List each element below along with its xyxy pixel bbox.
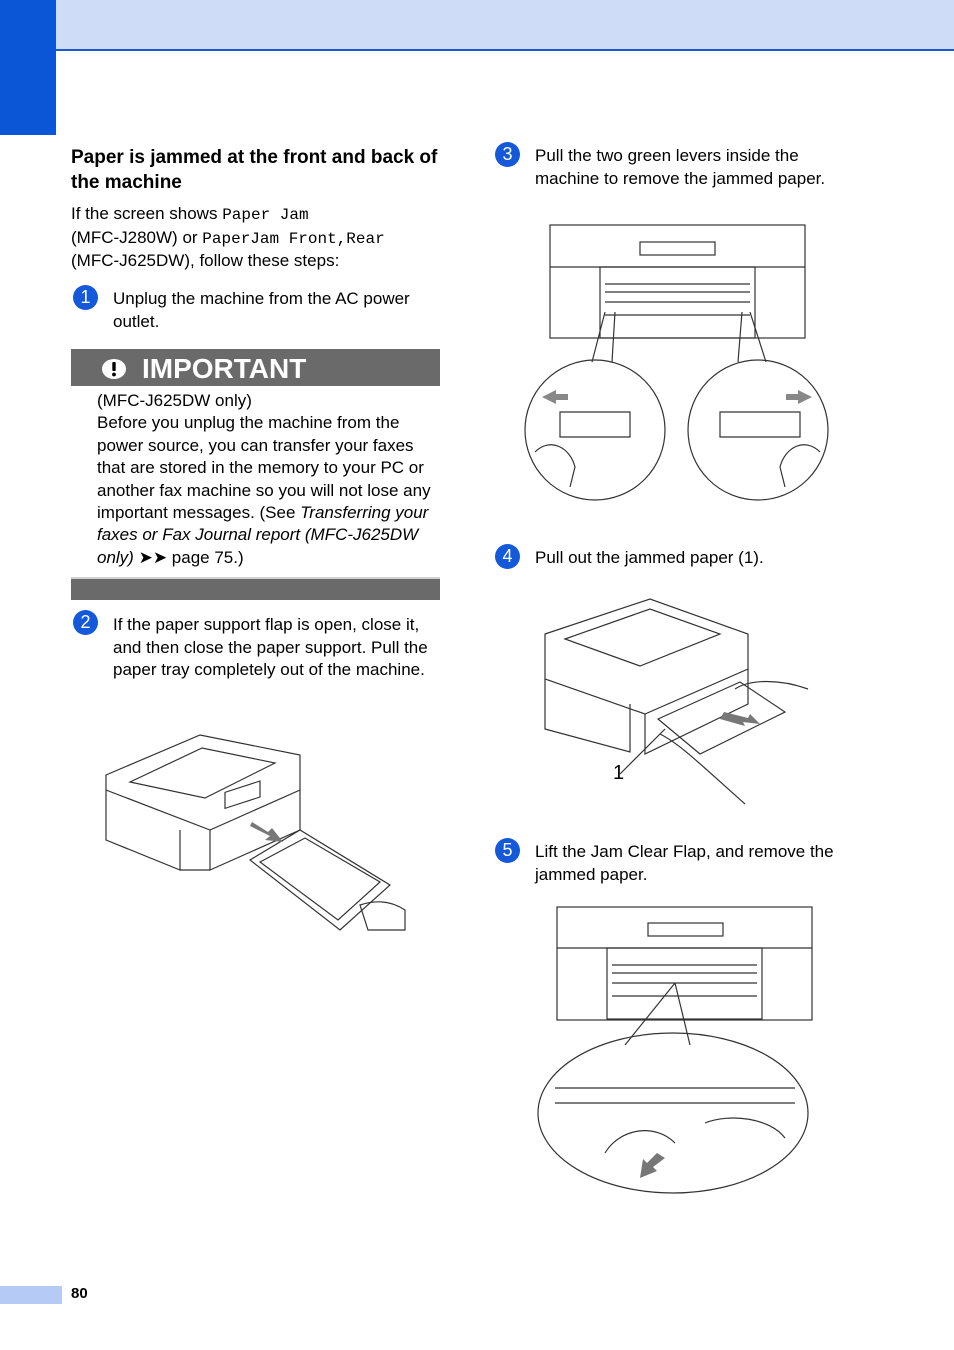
important-footer xyxy=(71,577,440,600)
intro-text-3: (MFC-J625DW), follow these steps: xyxy=(71,251,340,270)
footer-tab xyxy=(0,1286,62,1304)
intro-text-1: If the screen shows xyxy=(71,204,223,223)
step-1-text: Unplug the machine from the AC power out… xyxy=(113,289,410,331)
chapter-tab xyxy=(0,0,56,135)
illustration-pull-paper xyxy=(544,598,809,805)
important-model: (MFC-J625DW only) xyxy=(97,391,252,410)
important-header xyxy=(71,349,440,386)
intro-paragraph: If the screen shows Paper Jam (MFC-J280W… xyxy=(71,203,451,273)
intro-code-2: PaperJam Front,Rear xyxy=(202,229,385,248)
important-text: Before you unplug the machine from the p… xyxy=(97,413,431,523)
double-arrow-icon: ➤➤ xyxy=(133,547,172,567)
step-2-number: 2 xyxy=(73,610,98,635)
important-body: (MFC-J625DW only) Before you unplug the … xyxy=(97,390,440,569)
callout-label-1: 1 xyxy=(613,762,625,784)
step-2-text: If the paper support flap is open, close… xyxy=(113,615,428,679)
step-4-text: Pull out the jammed paper (1). xyxy=(535,548,764,567)
warning-icon xyxy=(102,359,126,379)
section-title: Paper is jammed at the front and back of… xyxy=(71,147,438,193)
step-5-number: 5 xyxy=(495,838,520,863)
illustration-green-levers xyxy=(524,224,829,501)
step-5-text: Lift the Jam Clear Flap, and remove the … xyxy=(535,842,834,884)
illustration-pull-tray xyxy=(105,734,406,931)
illustration-jam-clear-flap xyxy=(537,906,813,1194)
intro-text-2: (MFC-J280W) or xyxy=(71,227,203,247)
intro-code-1: Paper Jam xyxy=(222,206,309,224)
page-number: 80 xyxy=(71,1285,88,1302)
step-1-number: 1 xyxy=(73,285,98,310)
important-ref-page: page 75.) xyxy=(171,547,244,567)
step-4-number: 4 xyxy=(495,544,520,569)
important-ref-title: Transferring your faxes or Fax Journal r… xyxy=(97,503,429,567)
important-title: IMPORTANT xyxy=(142,353,307,384)
step-3-number: 3 xyxy=(495,142,520,167)
header-band xyxy=(0,0,954,51)
step-3-text: Pull the two green levers inside the mac… xyxy=(535,146,826,188)
